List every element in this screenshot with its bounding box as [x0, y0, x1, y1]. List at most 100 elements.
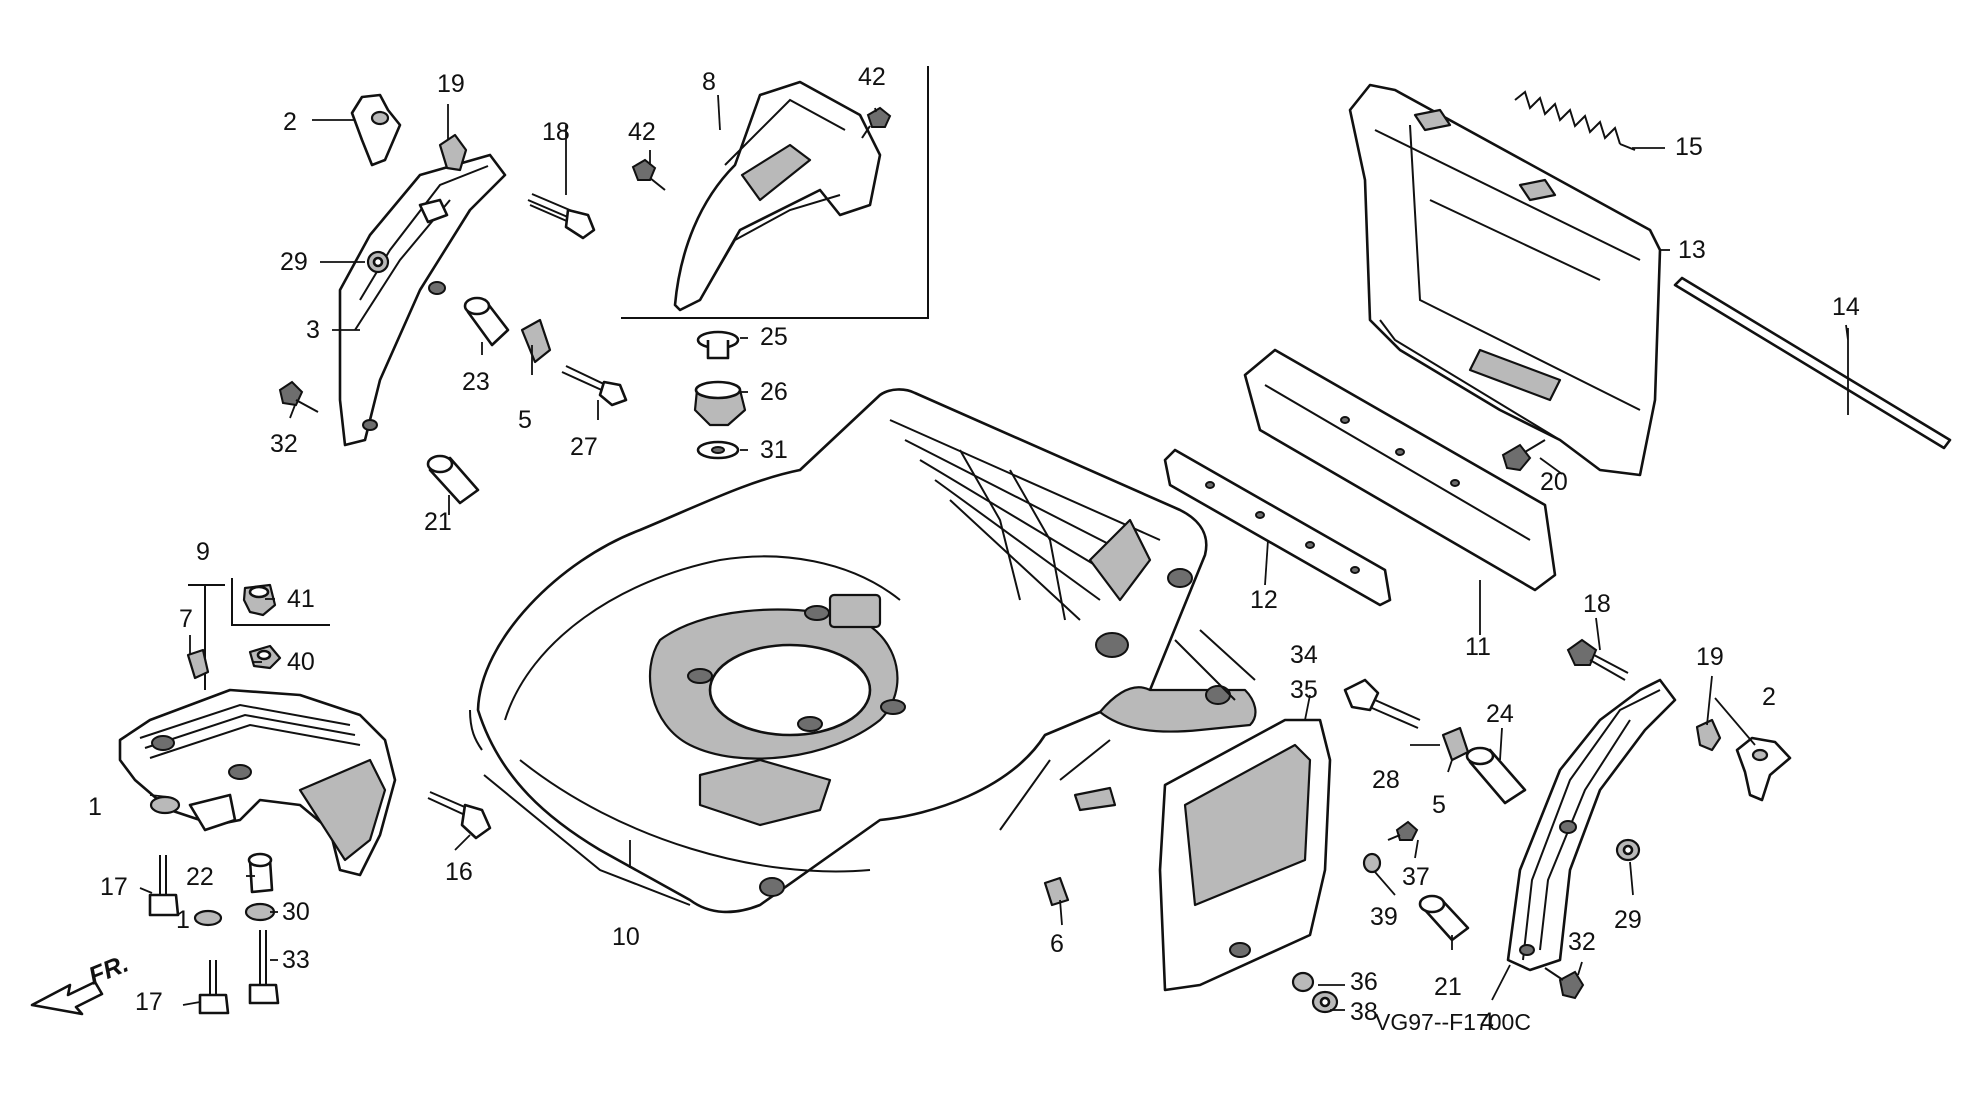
screw-37: [1387, 820, 1419, 841]
nut-29-top: [366, 250, 390, 274]
callout-24: 24: [1486, 700, 1514, 728]
bolt-17-bottom: [198, 960, 230, 1015]
collar-21-right: [1418, 894, 1470, 942]
bolt-20: [1501, 439, 1546, 472]
washer-36: [1291, 971, 1315, 993]
nut-41: [242, 583, 277, 617]
bracket-5-top: [520, 318, 552, 364]
callout-2-b: 2: [1762, 683, 1776, 711]
callout-1: 1: [88, 793, 102, 821]
shaft-14: [1673, 276, 1952, 450]
callout-labels: 1122345567891011121314151617171818191920…: [88, 63, 1860, 1036]
callout-18: 18: [542, 118, 570, 146]
bolt-33: [248, 930, 280, 1005]
callout-16: 16: [445, 858, 473, 886]
bushing-26: [693, 380, 747, 427]
knob-2-top: [350, 93, 402, 167]
callout-5: 5: [518, 406, 532, 434]
washer-30: [244, 902, 276, 922]
washer-1-bottom: [193, 909, 223, 927]
callout-19-b: 19: [1696, 643, 1724, 671]
callout-6: 6: [1050, 930, 1064, 958]
callout-13: 13: [1678, 236, 1706, 264]
callout-26: 26: [760, 378, 788, 406]
knob-2-right: [1735, 736, 1792, 802]
washer-31: [696, 440, 740, 460]
screw-32-right: [1544, 967, 1585, 1000]
washer-39: [1362, 852, 1382, 874]
callout-11: 11: [1465, 633, 1491, 661]
callout-17: 17: [100, 873, 128, 901]
callout-38: 38: [1350, 998, 1378, 1026]
callout-25: 25: [760, 323, 788, 351]
callout-4: 4: [1480, 1008, 1494, 1036]
callout-41: 41: [287, 585, 315, 613]
leader-lines: [139, 94, 1849, 1011]
callout-27: 27: [570, 433, 598, 461]
bolt-27: [561, 365, 628, 407]
rear-cover-8: [673, 80, 882, 312]
callout-14: 14: [1832, 293, 1860, 321]
callout-18-b: 18: [1583, 590, 1611, 618]
callout-32: 32: [270, 430, 298, 458]
mower-deck: [469, 388, 1257, 914]
callout-32-b: 32: [1568, 928, 1596, 956]
bolt-16: [427, 791, 492, 840]
collar-21-top: [426, 454, 480, 505]
callout-12: 12: [1250, 586, 1278, 614]
callout-15: 15: [1675, 133, 1703, 161]
collar-23: [463, 296, 510, 347]
flap-11: [1243, 348, 1557, 592]
callout-33: 33: [282, 946, 310, 974]
height-adjuster-right: [1506, 678, 1677, 972]
callout-3: 3: [306, 316, 320, 344]
front-direction-label: FR.: [85, 950, 133, 991]
callout-34: 34: [1290, 641, 1318, 669]
bolt-18-top: [527, 193, 596, 240]
callout-28: 28: [1372, 766, 1400, 794]
callout-21-b: 21: [1434, 973, 1462, 1001]
callout-40: 40: [287, 648, 315, 676]
callout-21: 21: [424, 508, 452, 536]
bolt-28: [1343, 678, 1421, 729]
callout-10: 10: [612, 923, 640, 951]
callout-7: 7: [179, 605, 193, 633]
callout-30: 30: [282, 898, 310, 926]
callout-2: 2: [283, 108, 297, 136]
callout-20: 20: [1540, 468, 1568, 496]
callout-37: 37: [1402, 863, 1430, 891]
bushing-25: [696, 330, 740, 360]
bolt-18-right: [1566, 638, 1629, 681]
clip-19-top: [438, 133, 468, 172]
callout-8: 8: [702, 68, 716, 96]
callout-42-b: 42: [858, 63, 886, 91]
callout-1-b: 1: [176, 906, 190, 934]
bracket-5-right: [1441, 726, 1470, 762]
callout-29-b: 29: [1614, 906, 1642, 934]
callout-22: 22: [186, 863, 214, 891]
callout-36: 36: [1350, 968, 1378, 996]
group-frame-8: [621, 66, 929, 319]
clip-19-right: [1695, 718, 1722, 752]
plate-12: [1163, 448, 1392, 607]
bolt-17-top: [148, 855, 180, 917]
callout-39: 39: [1370, 903, 1398, 931]
clip-7: [186, 648, 210, 680]
screw-42-right: [861, 106, 892, 139]
height-adjuster-left: [338, 153, 507, 447]
nut-40: [248, 644, 282, 670]
callout-23: 23: [462, 368, 490, 396]
front-direction-arrow: [30, 980, 104, 1016]
callout-31: 31: [760, 436, 788, 464]
screw-42-left: [631, 158, 666, 191]
clip-6: [1043, 876, 1070, 907]
callout-5-b: 5: [1432, 791, 1446, 819]
side-cover-34-35: [1158, 718, 1332, 992]
nut-29-right: [1615, 838, 1641, 862]
callout-19: 19: [437, 70, 465, 98]
nut-38: [1311, 990, 1339, 1014]
drawing-code: VG97--F1700C: [1375, 1009, 1531, 1035]
collar-22: [247, 852, 274, 894]
